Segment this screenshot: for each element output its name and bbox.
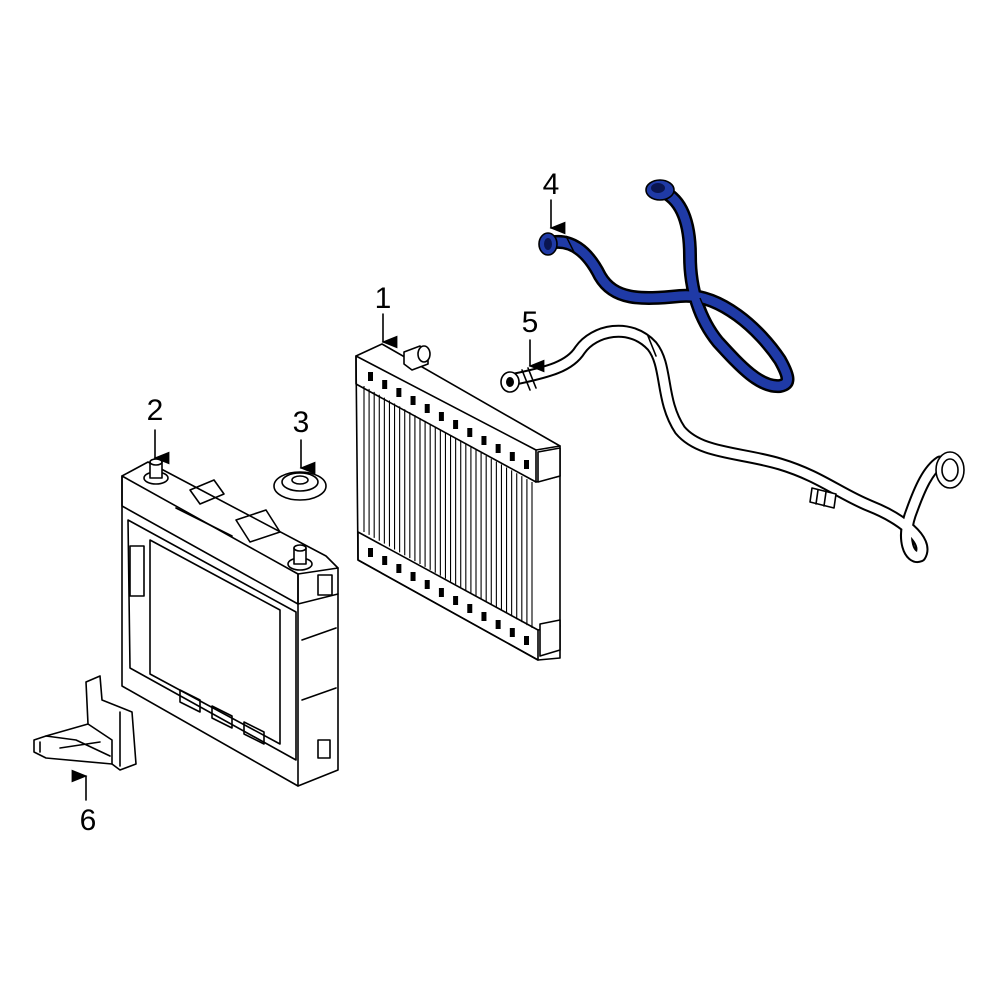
tank-slot (424, 404, 430, 413)
tank-slot (368, 372, 373, 381)
tank-slot (509, 628, 515, 637)
tank-slot (467, 604, 473, 613)
tank-slot (481, 436, 487, 445)
tank-slot (453, 596, 459, 605)
callout-3: 3 (293, 406, 310, 439)
tank-slot (382, 556, 388, 565)
tank-slot (481, 612, 487, 621)
callout-labels: 1 2 3 4 5 6 (80, 168, 560, 837)
tank-slot (495, 444, 501, 453)
callout-2: 2 (147, 394, 164, 427)
tank-slot (495, 620, 501, 629)
grommet[interactable] (273, 471, 327, 501)
lower-radiator-hose[interactable] (500, 324, 965, 563)
upper-radiator-hose[interactable] (538, 179, 795, 394)
tank-slot (453, 420, 459, 429)
tank-slot (524, 636, 529, 645)
callout-6: 6 (80, 804, 97, 837)
callout-1: 1 (375, 282, 392, 315)
tank-slot (382, 380, 388, 389)
mounting-pin-right (287, 544, 313, 571)
tank-slot (524, 460, 529, 469)
tank-slot (438, 412, 444, 421)
callout-4: 4 (543, 168, 560, 201)
tank-slot (410, 396, 416, 405)
tank-slot (368, 548, 373, 557)
tank-slot (424, 580, 430, 589)
tank-slot (467, 428, 473, 437)
radiator-core[interactable] (355, 343, 561, 661)
callout-5: 5 (522, 306, 539, 339)
tank-slot (410, 572, 416, 581)
tank-slot (396, 388, 402, 397)
radiator-support-frame[interactable] (121, 461, 339, 787)
tank-slot (438, 588, 444, 597)
tank-slot (396, 564, 402, 573)
air-deflector[interactable] (33, 675, 137, 771)
tank-slot (509, 452, 515, 461)
leader-lines (71, 199, 566, 801)
